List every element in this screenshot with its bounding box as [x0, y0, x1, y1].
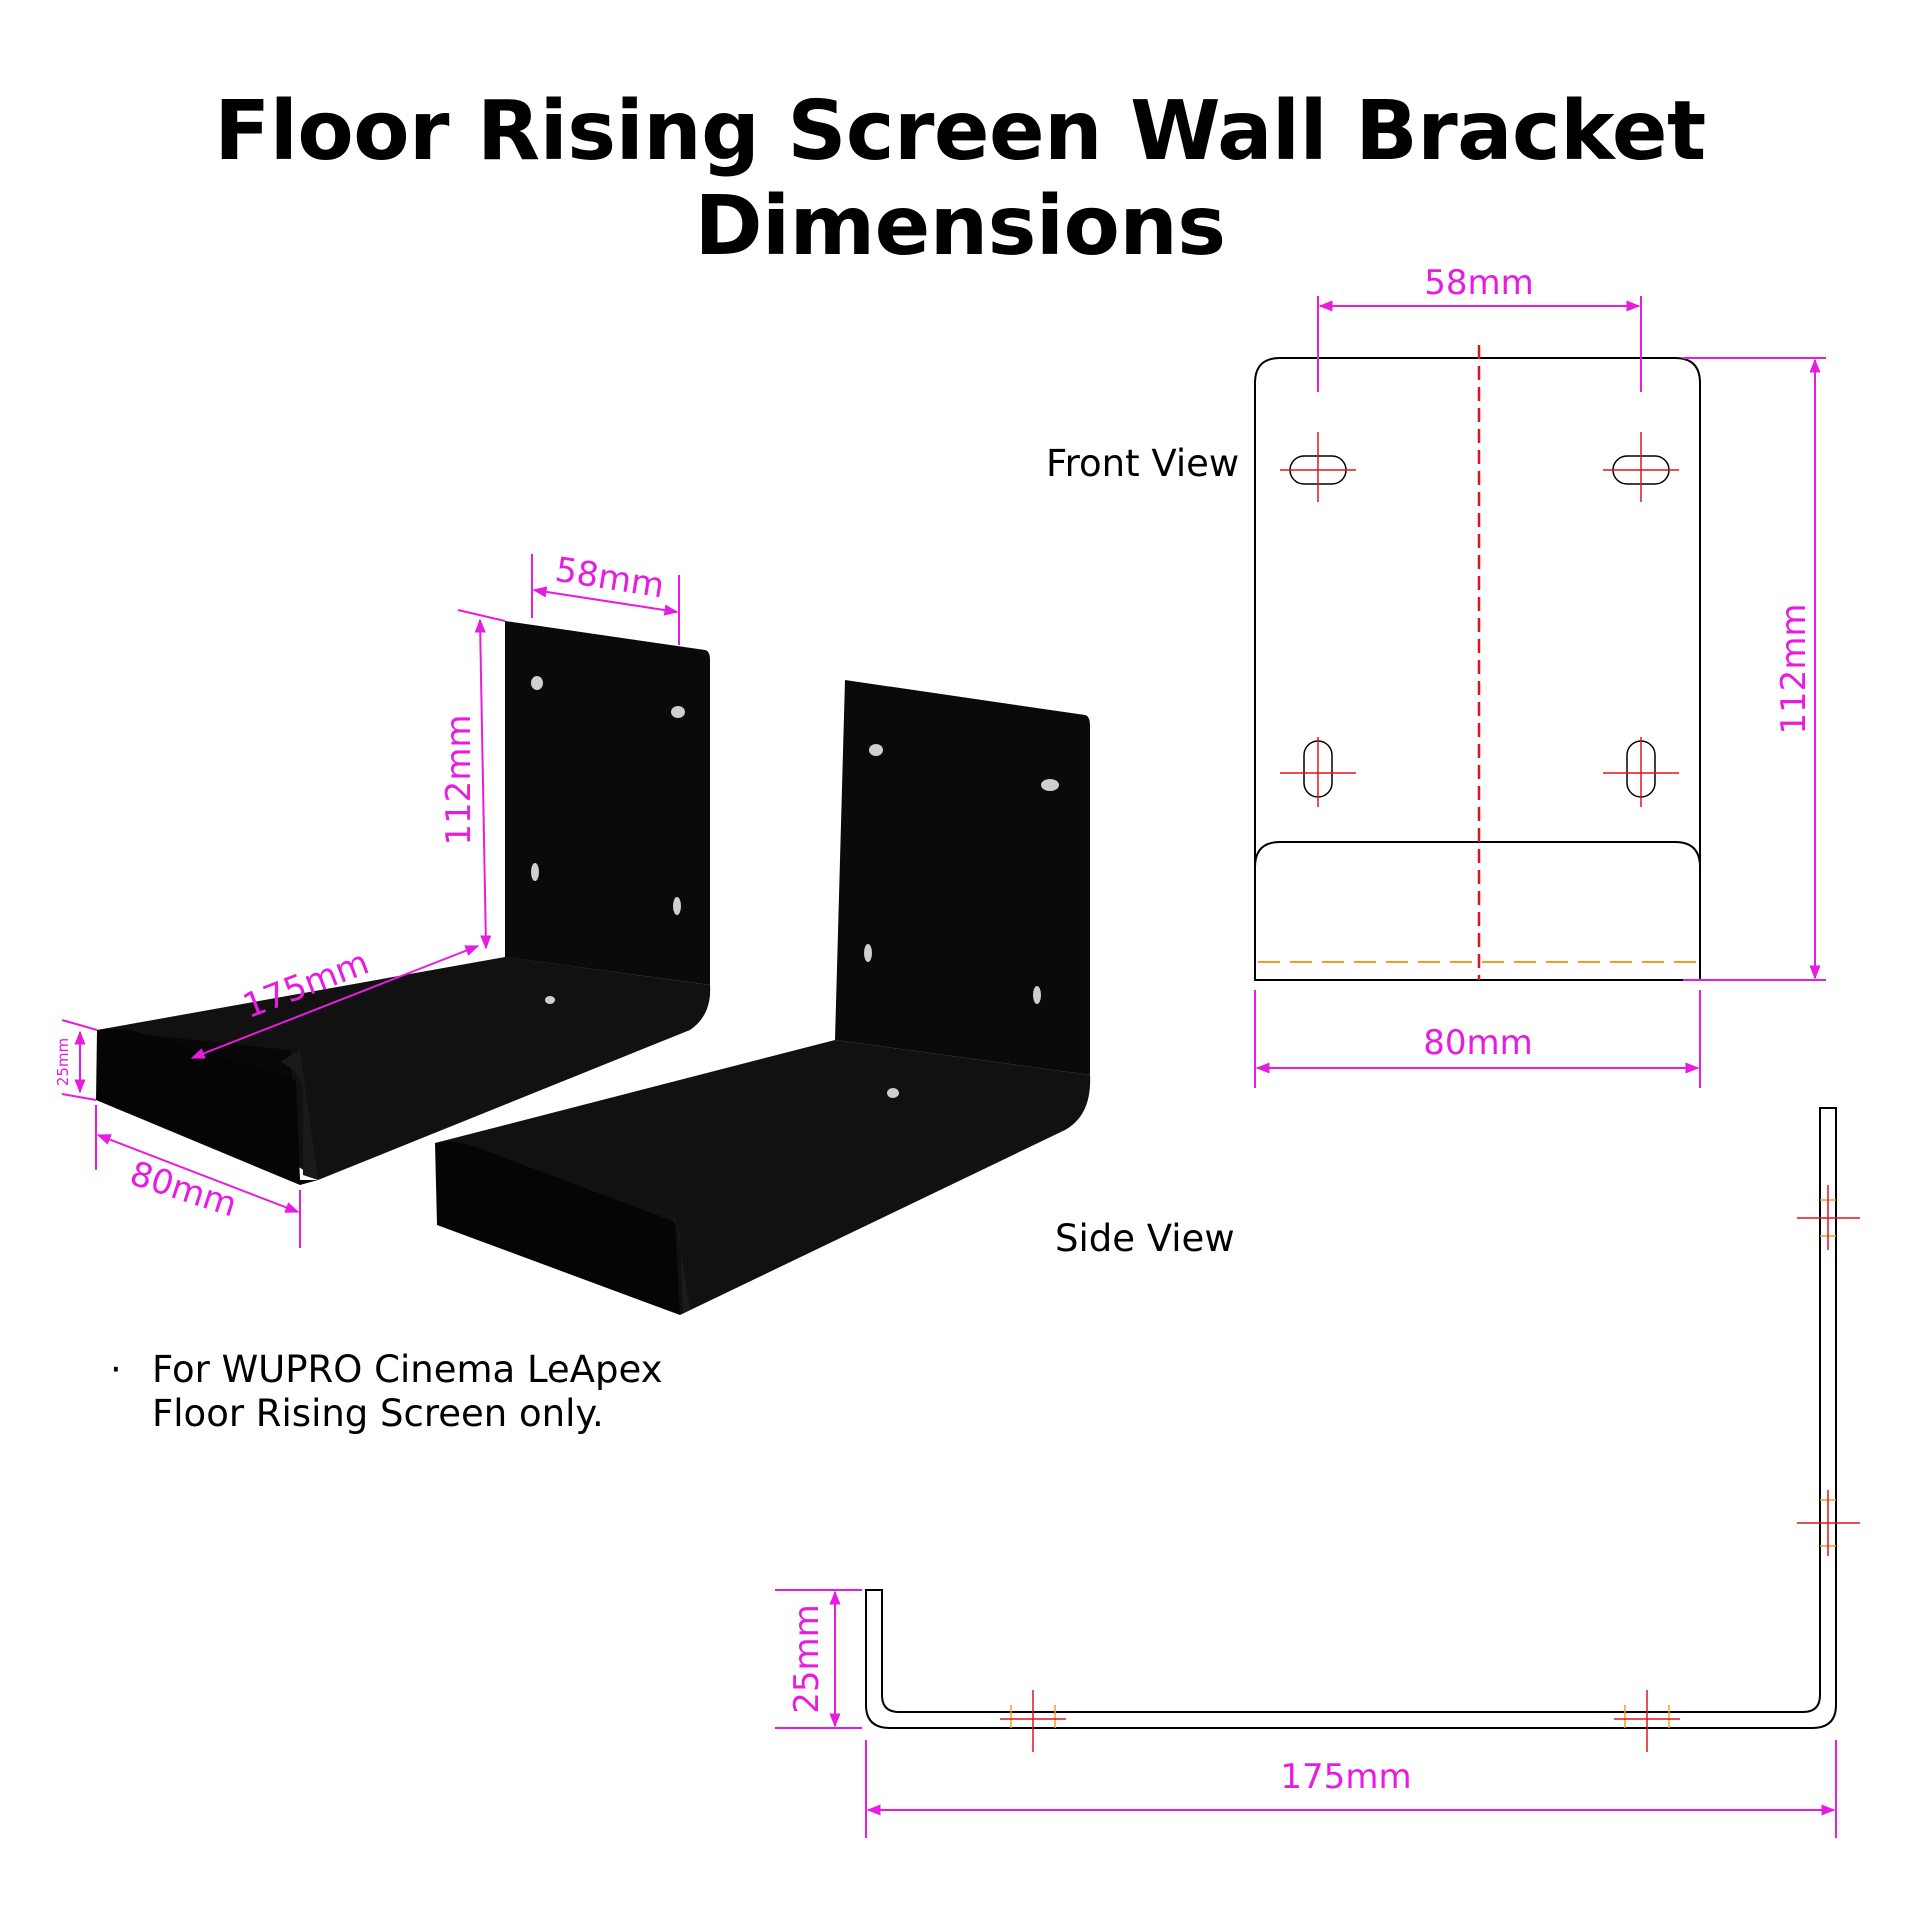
side-lip-label: 25mm [787, 1604, 827, 1714]
front-bend-line [1254, 841, 1701, 868]
photo-height-label: 112mm [439, 714, 479, 845]
bracket-right-hole [869, 744, 883, 756]
bracket-photo-right [435, 680, 1091, 1315]
note-bullet: · [110, 1348, 122, 1391]
side-profile-outline [865, 1107, 1837, 1729]
bracket-left-hole [531, 863, 539, 881]
bracket-right-hole [1033, 986, 1041, 1004]
photo-dimension-lines [61, 554, 680, 1248]
front-width-label: 80mm [1423, 1023, 1533, 1063]
photo-lip-label: 25mm [54, 1038, 72, 1086]
side-depth-label: 175mm [1280, 1757, 1411, 1797]
front-height-label: 112mm [1774, 603, 1814, 734]
side-view-drawing [865, 1107, 1860, 1752]
product-note: · For WUPRO Cinema LeApex Floor Rising S… [110, 1348, 750, 1436]
front-hole-spacing-label: 58mm [1424, 263, 1534, 303]
bracket-right-hole [1041, 779, 1059, 791]
side-view-label: Side View [1055, 1217, 1235, 1260]
front-view-drawing [1254, 345, 1701, 981]
photo-base-width-label: 80mm [125, 1154, 242, 1226]
bracket-left-hole [531, 676, 543, 690]
front-view-label: Front View [1046, 442, 1240, 485]
bracket-right-back-plate [835, 680, 1090, 1075]
bracket-left-hole [671, 706, 685, 718]
bracket-left-back-plate [505, 621, 710, 985]
note-text: For WUPRO Cinema LeApex Floor Rising Scr… [152, 1348, 663, 1435]
bracket-right-hole [864, 944, 872, 962]
bracket-left-hole [673, 897, 681, 915]
front-dimension-lines [1254, 296, 1826, 1088]
bracket-right-hole [887, 1088, 899, 1098]
side-dimension-lines [775, 1589, 1837, 1838]
bracket-right-lip [435, 1141, 680, 1315]
page-title: Floor Rising Screen Wall Bracket Dimensi… [214, 84, 1706, 274]
front-plate-outline [1254, 357, 1701, 981]
photo-width-label: 58mm [553, 550, 667, 607]
bracket-left-hole [545, 996, 555, 1004]
